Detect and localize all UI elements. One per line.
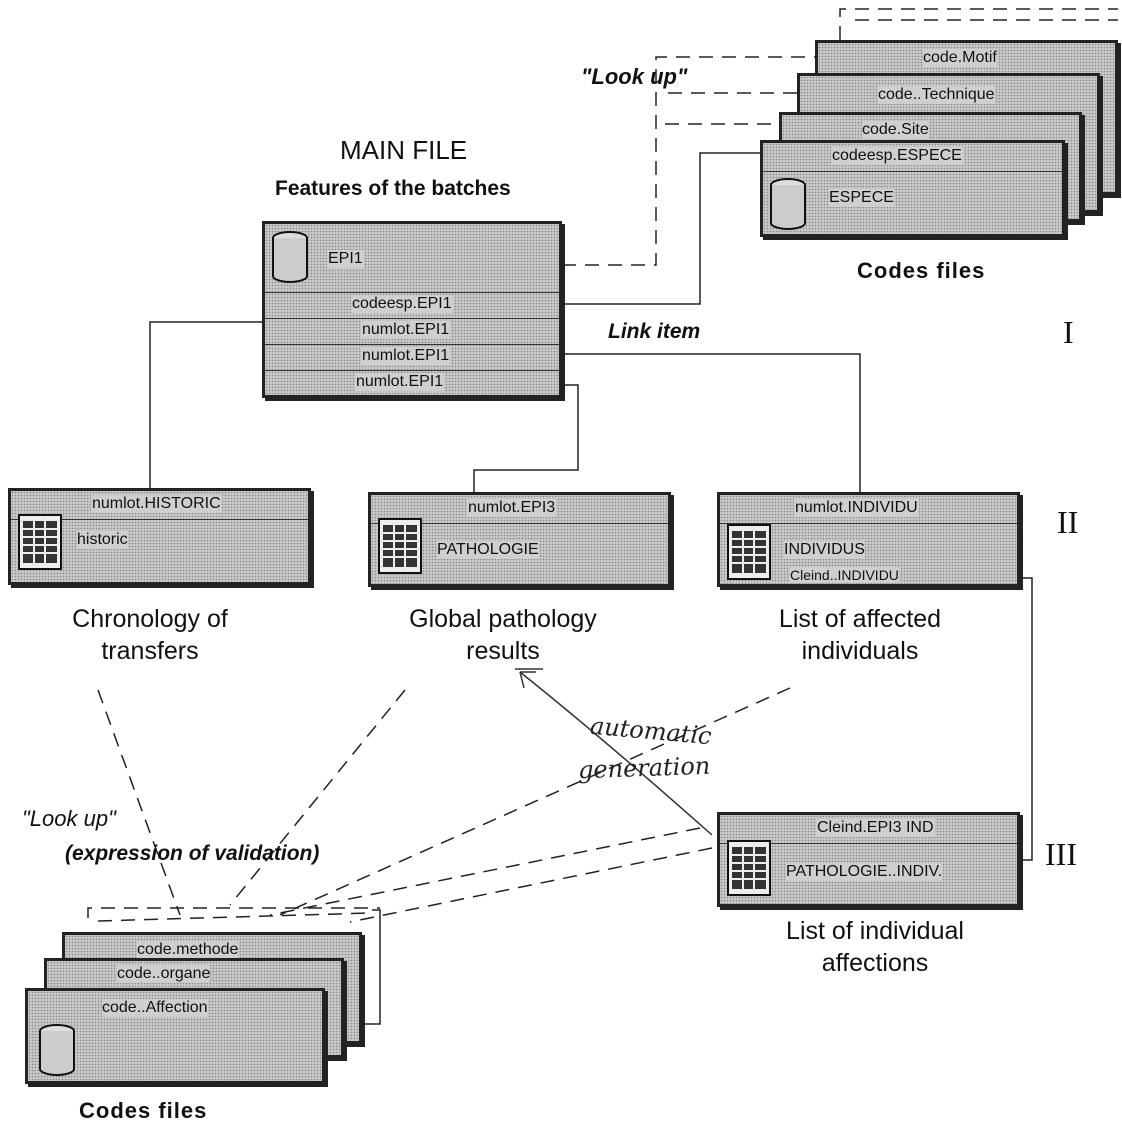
lookup-top-bracket [562, 56, 815, 266]
codes-bottom-card-0-label: code.methode [137, 941, 239, 959]
individu-row-2: Cleind..INDIVIDU [790, 567, 899, 583]
handwritten-generation: generation [577, 751, 711, 785]
codes-bottom-caption: Codes files [79, 1098, 208, 1123]
table-icon [378, 518, 422, 574]
lookup-bottom-note: (expression of validation) [65, 842, 320, 865]
individu-row-0: numlot.INDIVIDU [794, 499, 919, 517]
codes-top-front: codeesp.ESPECE ESPECE [760, 140, 1065, 237]
main-file-box: EPI1 codeesp.EPI1 numlot.EPI1 numlot.EPI… [262, 221, 562, 398]
historic-row-0: numlot.HISTORIC [91, 495, 222, 513]
link-main-historic [149, 321, 262, 488]
individu-caption-line-0: List of affected [778, 605, 942, 633]
patho-indiv-caption-line-1: affections [821, 949, 929, 977]
individu-row-1: INDIVIDUS [784, 541, 865, 559]
historic-row-1: historic [77, 531, 128, 549]
codes-top-front-row-0: codeesp.ESPECE [831, 147, 963, 165]
link-individu-pathoindiv [1018, 577, 1033, 861]
main-file-row-4: numlot.EPI1 [355, 373, 445, 391]
automatic-arrow [519, 671, 713, 836]
main-file-row-0: EPI1 [265, 224, 559, 293]
lookup-dash-5 [269, 827, 701, 916]
codes-top-front-row-1: ESPECE [829, 189, 894, 207]
pathologie-caption-line-1: results [466, 637, 540, 665]
link-main-individu [562, 353, 861, 492]
level-1: I [1063, 314, 1074, 350]
patho-indiv-box: Cleind.EPI3 IND PATHOLOGIE..INDIV. [717, 812, 1020, 907]
codes-top-card-1-label: code..Technique [878, 86, 995, 104]
link-main-codes [562, 152, 760, 305]
table-icon [727, 840, 771, 896]
pathologie-row-0: numlot.EPI3 [467, 499, 557, 517]
main-file-row-2: numlot.EPI1 [361, 321, 451, 339]
codes-top-card-0-label: code.Motif [923, 49, 997, 67]
bottom-codes-edge [346, 909, 381, 1025]
lookup-dash-2 [229, 689, 406, 906]
individu-box: numlot.INDIVIDU INDIVIDUS Cleind..INDIVI… [717, 492, 1020, 587]
historic-caption-line-0: Chronology of [72, 605, 228, 633]
lookup-dash-3 [279, 687, 791, 916]
main-file-label: EPI1 [327, 250, 364, 268]
codes-top-caption: Codes files [857, 258, 986, 283]
link-item-label: Link item [608, 320, 701, 343]
codes-bottom-card-2: code..Affection [25, 988, 325, 1084]
database-icon [39, 1024, 75, 1076]
codes-bottom-card-1-label: code..organe [117, 965, 211, 983]
individu-caption: List of affected individuals [725, 603, 995, 667]
pathologie-caption: Global pathology results [368, 603, 638, 667]
lookup-dash-1 [97, 689, 181, 916]
database-icon [770, 178, 806, 230]
main-file-title: MAIN FILE [340, 135, 468, 165]
main-file-subtitle: Features of the batches [275, 177, 511, 200]
historic-caption-line-1: transfers [101, 637, 199, 665]
patho-indiv-row-1: PATHOLOGIE..INDIV. [786, 863, 943, 881]
codes-bottom-card-2-label: code..Affection [102, 999, 208, 1017]
patho-indiv-caption: List of individual affections [745, 915, 1005, 979]
codes-top-card-2-label: code.Site [862, 121, 929, 139]
lookup-top-label: "Look up" [581, 64, 688, 89]
patho-indiv-row-0: Cleind.EPI3 IND [816, 819, 935, 837]
lookup-bottom-label: "Look up" [22, 806, 116, 831]
historic-box: numlot.HISTORIC historic [8, 488, 311, 585]
patho-indiv-caption-line-0: List of individual [786, 917, 964, 945]
link-main-pathologie [473, 384, 579, 492]
pathologie-row-1: PATHOLOGIE [437, 541, 539, 559]
lookup-dash-4 [349, 847, 713, 923]
level-3: III [1045, 836, 1077, 872]
table-icon [18, 514, 62, 570]
table-icon [727, 524, 771, 580]
main-file-row-3: numlot.EPI1 [361, 347, 451, 365]
pathologie-caption-line-0: Global pathology [409, 605, 597, 633]
individu-caption-line-1: individuals [801, 637, 919, 665]
main-file-row-1: codeesp.EPI1 [351, 295, 453, 313]
database-icon [272, 231, 308, 283]
level-2: II [1057, 504, 1079, 540]
historic-caption: Chronology of transfers [20, 603, 280, 667]
pathologie-box: numlot.EPI3 PATHOLOGIE [368, 492, 671, 587]
